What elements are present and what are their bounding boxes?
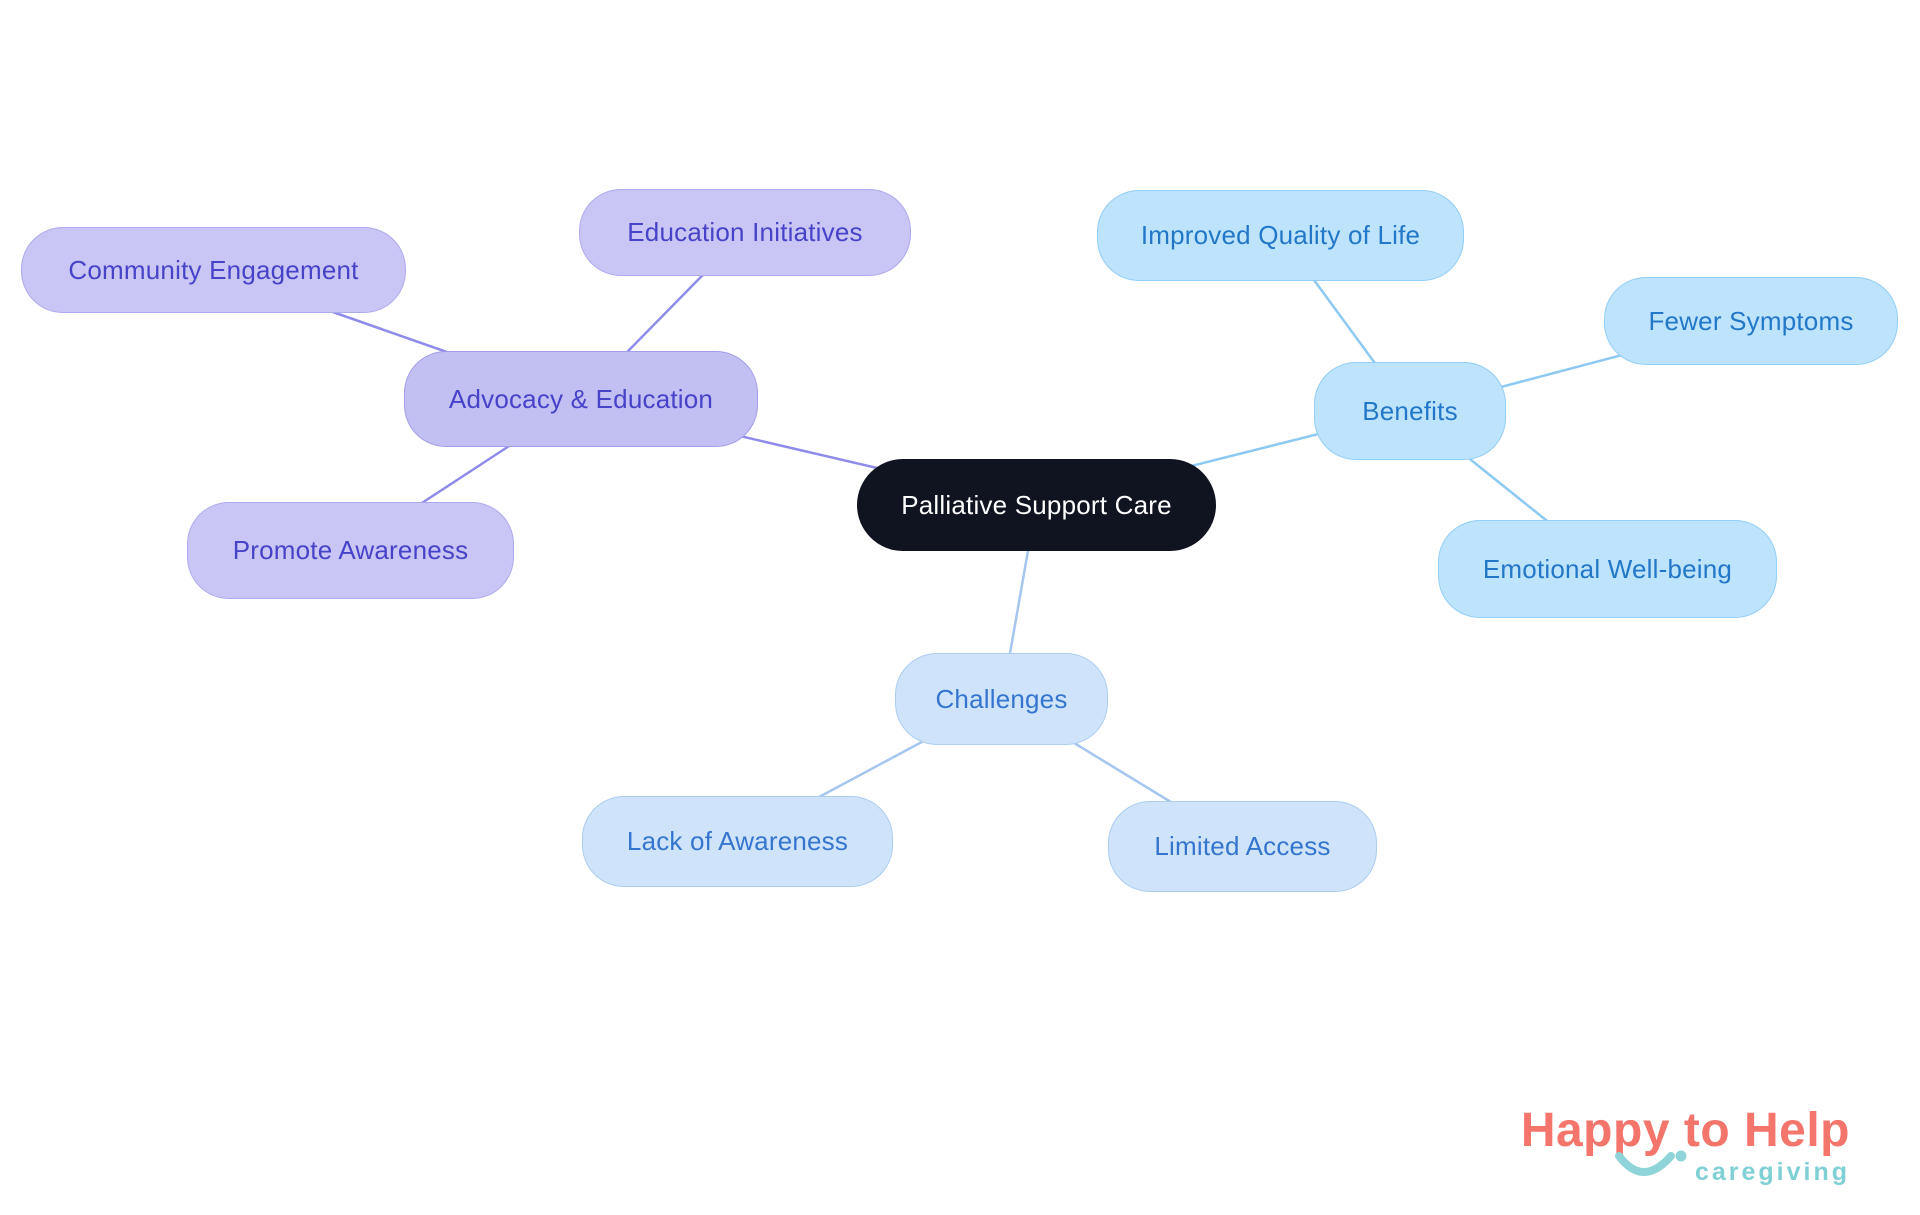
happy-to-help-logo: Happy to Help caregiving: [1520, 1103, 1850, 1187]
node-label: Palliative Support Care: [901, 489, 1172, 520]
node-label: Advocacy & Education: [448, 383, 714, 414]
logo-wordmark: Happy to Help: [1520, 1103, 1850, 1176]
node-benefits: Benefits: [1314, 362, 1506, 460]
node-education-initiatives: Education Initiatives: [579, 189, 911, 276]
node-label: Education Initiatives: [627, 217, 863, 247]
node-emotional-well-being: Emotional Well-being: [1438, 520, 1777, 618]
node-label: Promote Awareness: [232, 535, 469, 565]
node-improved-quality-of-life: Improved Quality of Life: [1097, 190, 1464, 281]
node-limited-access: Limited Access: [1108, 801, 1377, 892]
node-label: Improved Quality of Life: [1140, 220, 1421, 250]
node-label: Lack of Awareness: [626, 826, 849, 856]
node-advocacy-education: Advocacy & Education: [404, 351, 758, 447]
node-palliative-support-care: Palliative Support Care: [857, 459, 1216, 551]
node-label: Limited Access: [1154, 831, 1331, 861]
node-promote-awareness: Promote Awareness: [187, 502, 514, 599]
logo-tagline: caregiving: [1694, 1158, 1850, 1186]
node-label: Challenges: [935, 683, 1068, 714]
node-label: Benefits: [1362, 395, 1458, 426]
node-label: Fewer Symptoms: [1648, 305, 1854, 336]
node-label: Community Engagement: [68, 254, 359, 285]
node-challenges: Challenges: [895, 653, 1108, 745]
node-label: Emotional Well-being: [1482, 553, 1733, 584]
smile-icon: [1614, 1150, 1687, 1176]
node-community-engagement: Community Engagement: [21, 227, 406, 313]
node-lack-of-awareness: Lack of Awareness: [582, 796, 893, 887]
logo-text: Happy to Help: [1520, 1103, 1850, 1157]
node-fewer-symptoms: Fewer Symptoms: [1604, 277, 1898, 365]
